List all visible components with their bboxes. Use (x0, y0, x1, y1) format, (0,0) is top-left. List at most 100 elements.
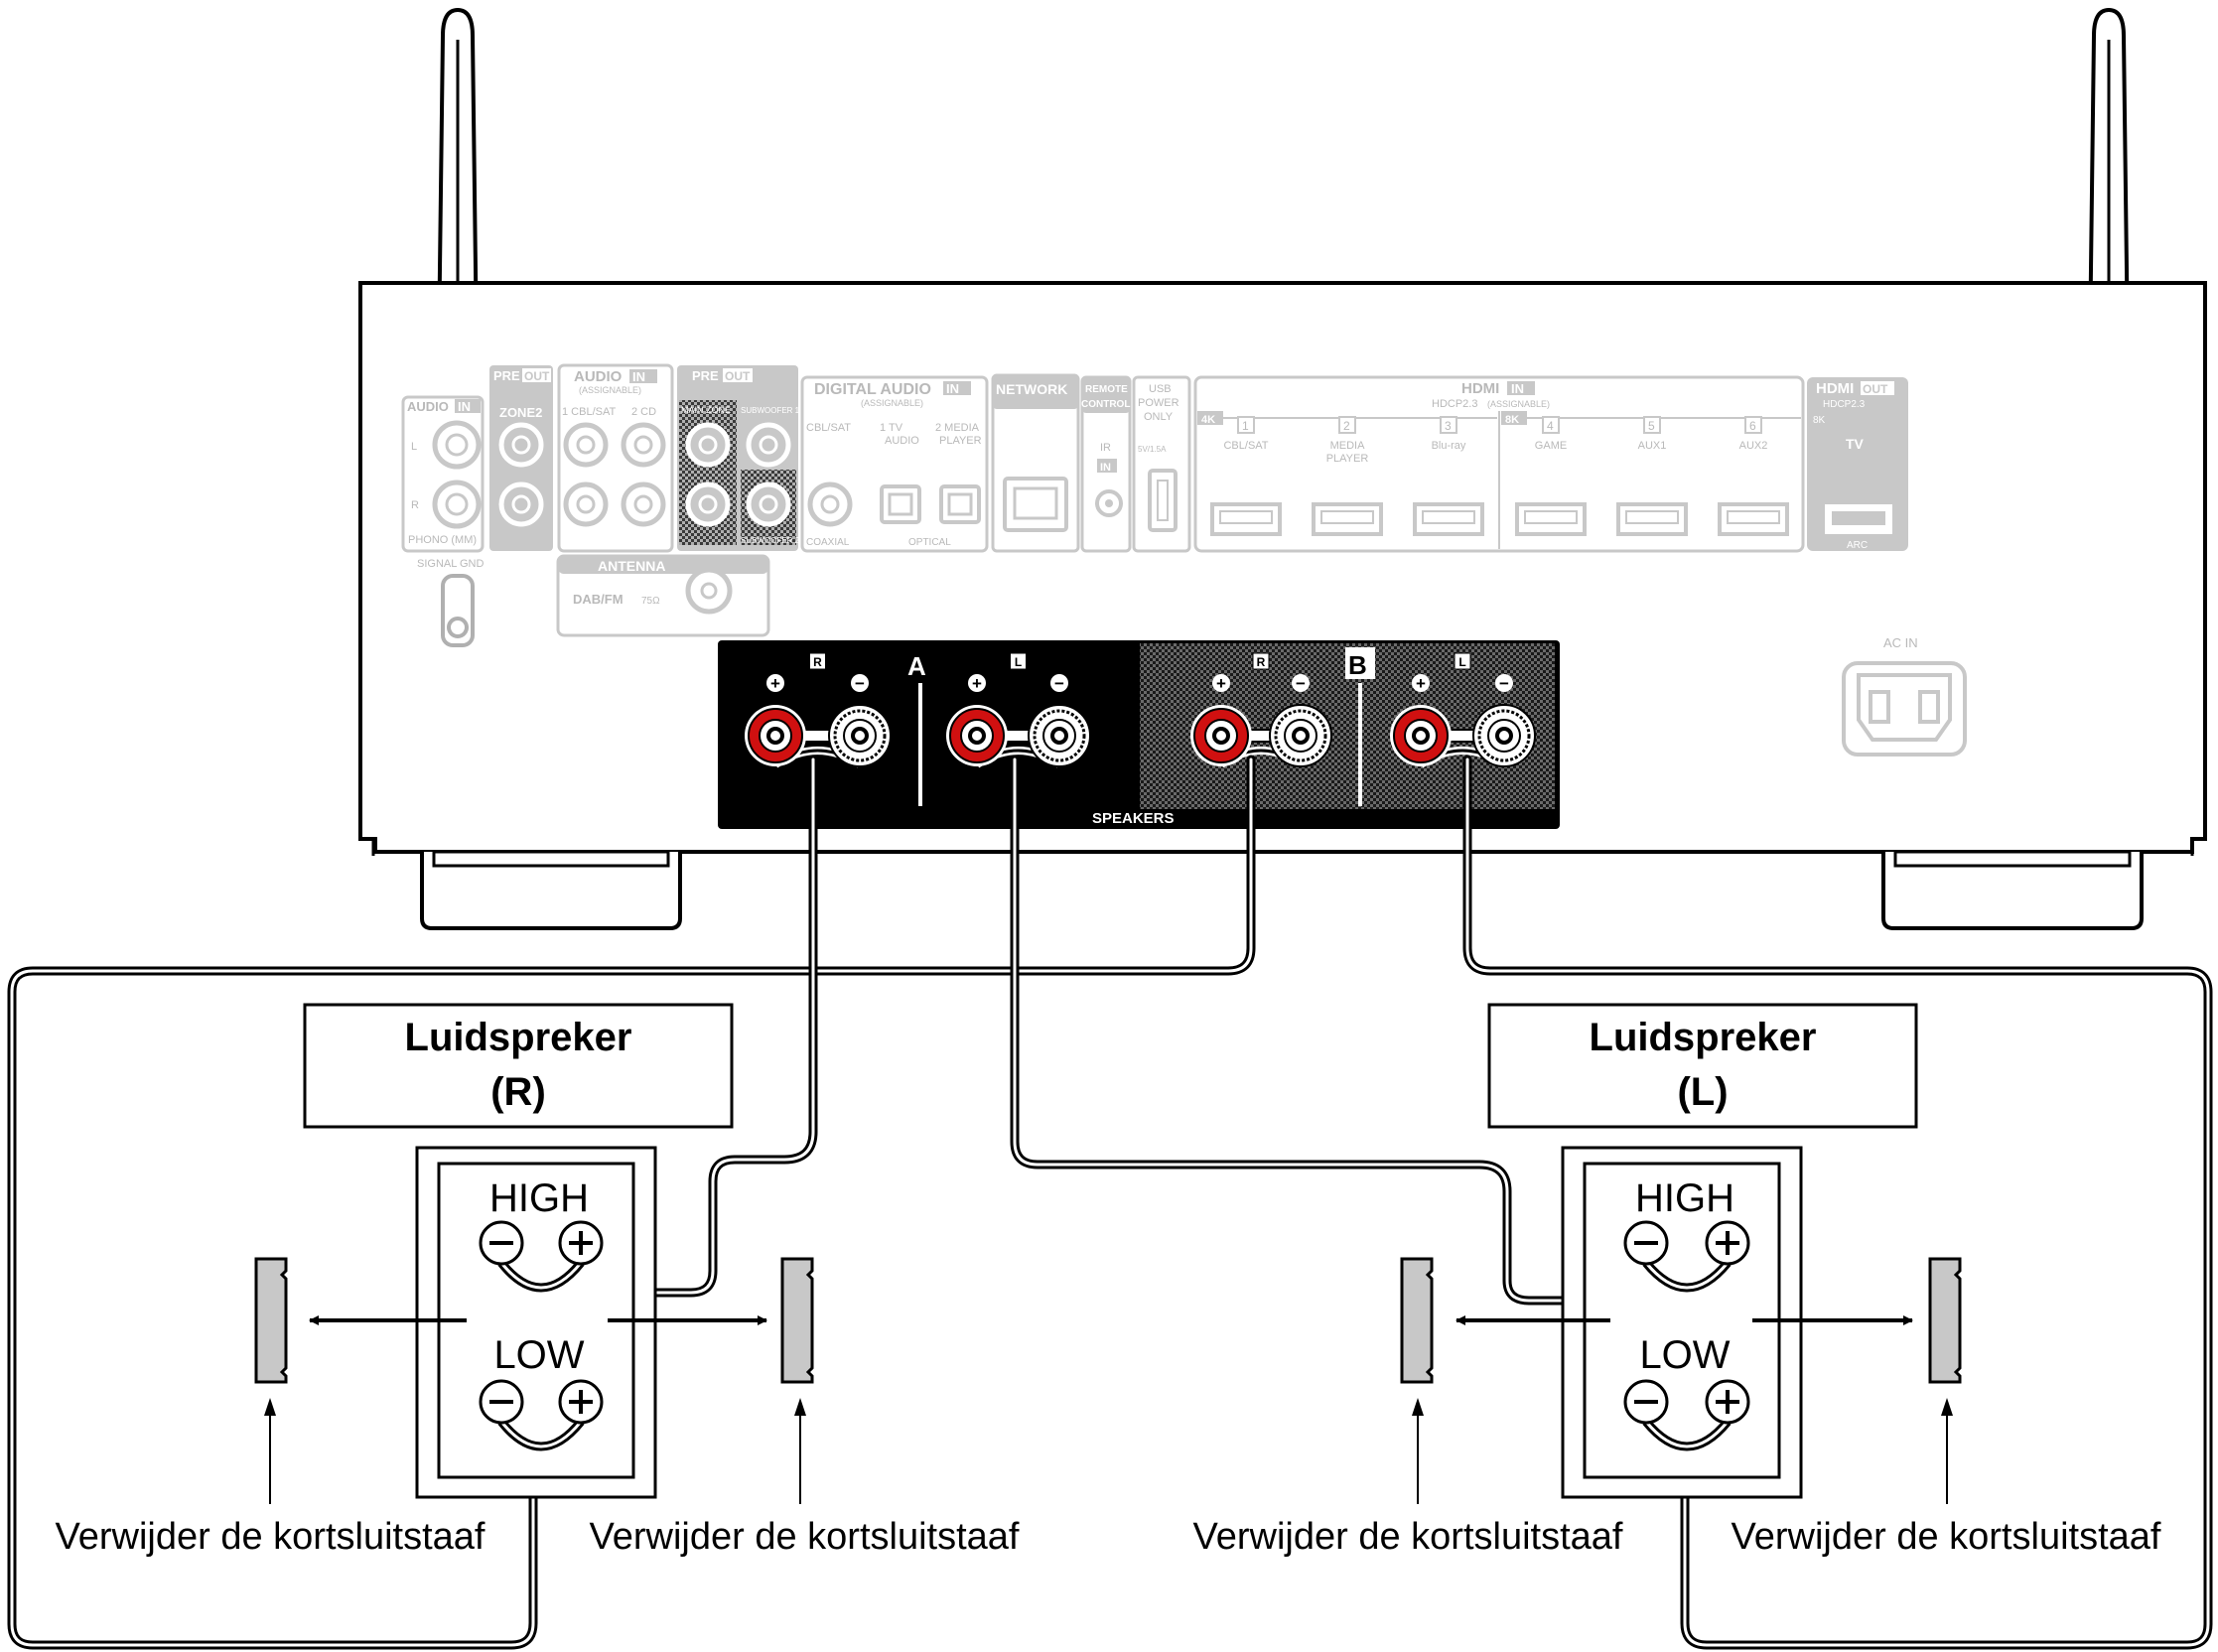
speaker-cables (7, 755, 2213, 1650)
plus-terminal-icon (558, 1220, 604, 1266)
speaker-terminal-b-right: R+− (1190, 652, 1332, 768)
hdmi-input-number: 2 (1343, 419, 1350, 433)
shorting-bar-4 (1752, 1257, 1962, 1504)
speaker-left-title: Luidspreker (1590, 1016, 1817, 1059)
ac-in-socket: AC IN (1842, 635, 1967, 757)
svg-text:IN: IN (1100, 462, 1111, 474)
speaker-left-high-label: HIGH (1635, 1176, 1734, 1220)
plus-marker: + (1416, 674, 1426, 693)
svg-text:DAB/FM: DAB/FM (573, 592, 624, 607)
terminal-channel-label: L (1458, 655, 1465, 669)
plus-marker: + (770, 674, 780, 693)
hdmi-input-number: 5 (1648, 419, 1655, 433)
svg-text:2 CD: 2 CD (631, 406, 656, 418)
plus-terminal-icon (1705, 1379, 1750, 1425)
svg-text:PLAYER: PLAYER (939, 435, 982, 447)
svg-text:IN: IN (1511, 381, 1524, 396)
binding-post-white-icon (1028, 704, 1091, 767)
speaker-right-low-label: LOW (493, 1333, 584, 1377)
svg-text:PRE: PRE (692, 368, 719, 383)
shorting-bar-icon (780, 1257, 814, 1384)
shorting-bar-icon (254, 1257, 288, 1384)
svg-text:(ASSIGNABLE): (ASSIGNABLE) (579, 385, 641, 395)
speaker-right-high-terminals (479, 1220, 604, 1293)
speaker-terminal-a-right: R+− (745, 652, 892, 768)
speaker-group-a-label: A (907, 651, 926, 681)
svg-text:IN: IN (458, 399, 471, 414)
binding-post-red-icon (1190, 705, 1252, 766)
svg-text:AUDIO: AUDIO (574, 368, 623, 385)
svg-text:OUT: OUT (725, 369, 751, 383)
svg-text:75Ω: 75Ω (641, 596, 660, 607)
svg-text:CONTROL: CONTROL (1081, 399, 1130, 410)
caption-remove-bar-4: Verwijder de kortsluitstaaf (1732, 1516, 2161, 1558)
svg-text:HDCP2.3: HDCP2.3 (1432, 398, 1477, 410)
svg-text:AC IN: AC IN (1883, 635, 1918, 650)
hdmi-input-name: Blu-ray (1432, 440, 1466, 452)
minus-terminal-icon (479, 1379, 524, 1425)
svg-text:(ASSIGNABLE): (ASSIGNABLE) (861, 398, 923, 408)
svg-text:L: L (411, 441, 417, 453)
svg-text:OUT: OUT (524, 369, 550, 383)
shorting-bar-3 (1400, 1257, 1610, 1504)
svg-text:AUDIO: AUDIO (885, 435, 919, 447)
svg-text:CBL/SAT: CBL/SAT (806, 422, 851, 434)
network-panel: NETWORK (991, 373, 1080, 553)
svg-text:8K: 8K (1505, 414, 1519, 426)
svg-text:HDCP2.3: HDCP2.3 (1823, 399, 1866, 410)
hdmi-input-name: GAME (1535, 440, 1567, 452)
speaker-terminal-b-left: L+− (1390, 652, 1536, 768)
svg-text:HDMI: HDMI (1461, 380, 1499, 397)
hdmi-input-name-2: PLAYER (1326, 453, 1369, 465)
svg-text:OPTICAL: OPTICAL (908, 537, 951, 548)
speaker-right-title: Luidspreker (405, 1016, 632, 1059)
hdmi-input-name: AUX1 (1638, 440, 1667, 452)
minus-terminal-icon (479, 1220, 524, 1266)
binding-post-red-icon (745, 705, 806, 766)
svg-text:8K: 8K (1813, 415, 1826, 426)
svg-text:ARC: ARC (1847, 540, 1868, 551)
minus-marker: − (1054, 674, 1064, 693)
svg-text:1 CBL/SAT: 1 CBL/SAT (562, 406, 616, 418)
speaker-left: Luidspreker (L) HIGH LOW (1487, 1003, 1918, 1499)
svg-text:PHONO (MM): PHONO (MM) (408, 534, 477, 546)
svg-text:DIGITAL AUDIO: DIGITAL AUDIO (814, 381, 931, 398)
digital-audio-in-panel: DIGITAL AUDIO IN (ASSIGNABLE) CBL/SAT 1 … (800, 375, 989, 553)
terminal-channel-label: R (813, 655, 822, 669)
svg-text:ZONE2: ZONE2 (499, 405, 542, 420)
audio-in-phono-panel: AUDIO IN L R PHONO (MM) SIGNAL GND (401, 395, 485, 647)
hdmi-input-name: MEDIA (1330, 440, 1366, 452)
speaker-left-high-terminals (1623, 1220, 1750, 1293)
pre-out-subwoofer-panel: PRE OUT MAIN ZONE SUBWOOFER 1 SUBWOOFER … (677, 365, 800, 551)
binding-post-white-icon (1472, 704, 1536, 767)
svg-text:USB: USB (1149, 383, 1172, 395)
caption-remove-bar-1: Verwijder de kortsluitstaaf (56, 1516, 485, 1558)
svg-text:REMOTE: REMOTE (1085, 384, 1128, 395)
caption-remove-bar-2: Verwijder de kortsluitstaaf (590, 1516, 1020, 1558)
hdmi-input-number: 4 (1547, 419, 1554, 433)
svg-text:1 TV: 1 TV (880, 422, 903, 434)
minus-terminal-icon (1623, 1220, 1669, 1266)
svg-text:POWER: POWER (1138, 397, 1179, 409)
hdmi-input-name: CBL/SAT (1223, 440, 1268, 452)
shorting-bar-icon (1400, 1257, 1434, 1384)
terminal-channel-label: R (1257, 655, 1266, 669)
svg-text:SIGNAL GND: SIGNAL GND (417, 558, 484, 570)
antenna-panel: ANTENNA DAB/FM 75Ω (556, 554, 770, 637)
audio-in-assignable-panel: AUDIO IN (ASSIGNABLE) 1 CBL/SAT 2 CD (557, 363, 674, 553)
svg-text:HDMI: HDMI (1816, 380, 1854, 397)
hdmi-input-number: 1 (1242, 419, 1249, 433)
remote-control-panel: REMOTE CONTROL IR IN (1080, 375, 1132, 553)
svg-text:(ASSIGNABLE): (ASSIGNABLE) (1487, 399, 1550, 409)
speaker-group-b-label: B (1348, 650, 1367, 680)
hdmi-input-number: 6 (1749, 419, 1756, 433)
plus-terminal-icon (558, 1379, 604, 1425)
binding-post-white-icon (828, 704, 892, 767)
svg-text:OUT: OUT (1863, 382, 1888, 396)
caption-remove-bar-3: Verwijder de kortsluitstaaf (1193, 1516, 1623, 1558)
